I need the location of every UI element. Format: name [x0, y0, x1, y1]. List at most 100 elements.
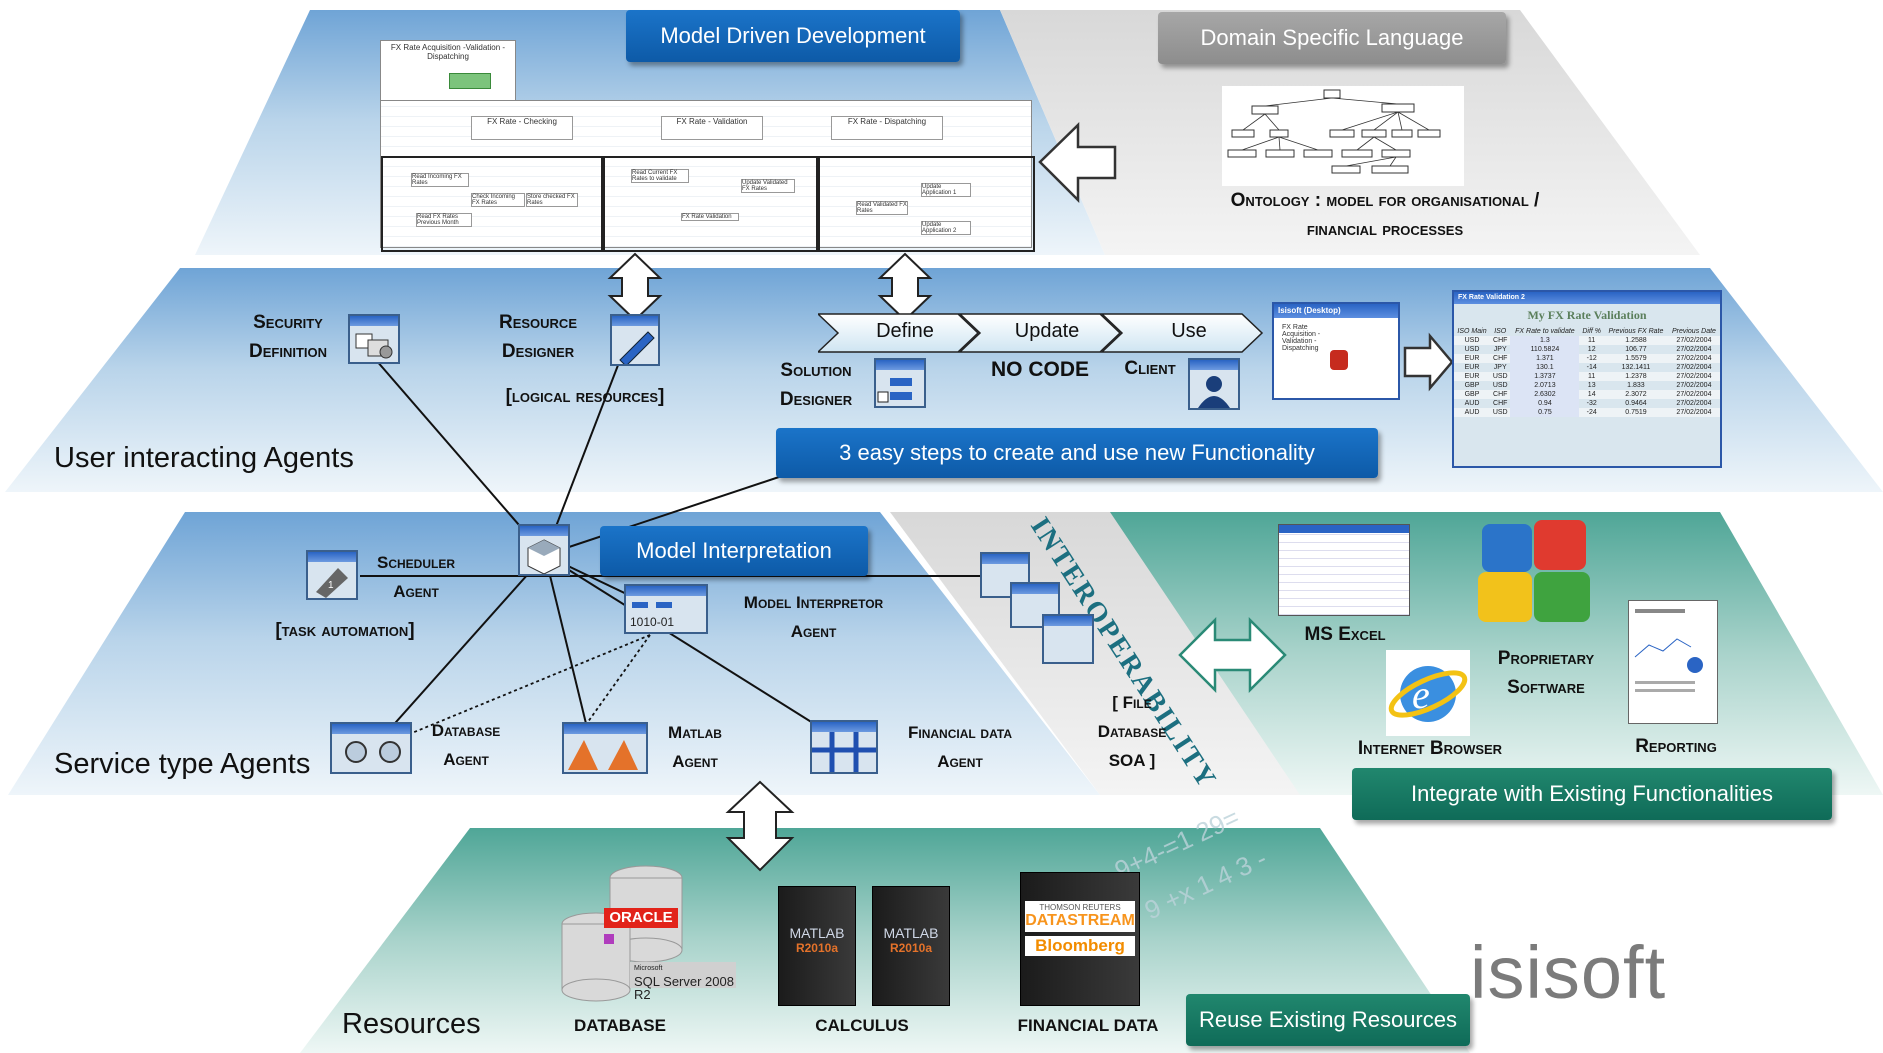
proprietary-software-label: Proprietary Software — [1476, 644, 1616, 702]
user-layer-title: User interacting Agents — [54, 442, 354, 474]
fx-table-cell: 130.1 — [1510, 363, 1580, 372]
solution-designer-icon[interactable] — [874, 358, 926, 408]
binary-flow-icon: 1010-01 — [630, 602, 674, 629]
model-interp-label-line2: Agent — [790, 622, 837, 641]
fx-table-cell: -24 — [1586, 409, 1597, 416]
file-db-line3: SOA ] — [1108, 751, 1156, 770]
fx-table-cell: EUR — [1464, 355, 1480, 362]
oracle-logo: ORACLE — [604, 908, 678, 928]
cube-icon — [527, 539, 561, 575]
matlab-agent-label: Matlab Agent — [652, 718, 738, 776]
fx-table-cell: 0.7519 — [1625, 409, 1647, 416]
database-label-line1: Database — [431, 721, 501, 740]
financial-data-resource-label: FINANCIAL DATA — [1017, 1016, 1159, 1035]
icon-titlebar — [520, 526, 568, 536]
client-label: Client — [1124, 358, 1176, 379]
mdd-banner: Model Driven Development — [626, 10, 960, 62]
swimlane-box-2 — [601, 156, 820, 252]
fx-table-cell: 0.94 — [1510, 399, 1580, 408]
task-read-incoming: Read Incoming FX Rates — [411, 173, 469, 187]
fx-table-cell: 27/02/2004 — [1676, 364, 1712, 371]
fx-table-cell: 110.5824 — [1510, 345, 1580, 354]
soa-agent-icon[interactable] — [1042, 614, 1094, 664]
step-use: Use — [1171, 320, 1207, 342]
solution-label-line1: Solution — [780, 360, 852, 381]
solution-label-line2: Designer — [779, 389, 853, 410]
isisoft-window-titlebar: Isisoft (Desktop) — [1274, 304, 1398, 318]
three-steps-banner: 3 easy steps to create and use new Funct… — [776, 428, 1378, 478]
service-layer-title: Service type Agents — [54, 748, 311, 780]
internet-browser-label: Internet Browser — [1357, 738, 1503, 759]
fx-table-cell: 27/02/2004 — [1676, 373, 1712, 380]
matlab-agent-icon[interactable] — [562, 722, 648, 774]
fx-table-cell: GBP — [1464, 382, 1480, 389]
resource-label-line2: Designer — [501, 341, 575, 362]
scheduler-agent-icon[interactable]: 1 — [306, 550, 358, 600]
fx-table-cell: 14 — [1587, 391, 1596, 398]
swimlane-box-1 — [381, 156, 605, 252]
no-code-label: NO CODE — [990, 358, 1089, 381]
lock-icon — [355, 333, 393, 359]
isisoft-desktop-window: Isisoft (Desktop) FX Rate Acquisition -V… — [1272, 302, 1400, 400]
task-check-incoming: Check Incoming FX Rates — [471, 193, 525, 207]
ontology-tree-image — [1222, 86, 1464, 186]
model-interp-label-line1: Model Interpretor — [743, 593, 884, 612]
model-interpretor-agent-icon[interactable]: 1010-01 — [624, 584, 708, 634]
calculus-resource-label: CALCULUS — [815, 1016, 909, 1035]
ontology-caption: Ontology : model for organisational / fi… — [1175, 186, 1595, 244]
icon-titlebar — [1190, 360, 1238, 370]
fx-window-heading: My FX Rate Validation — [1527, 308, 1647, 322]
icon-titlebar — [564, 724, 646, 734]
fx-table-cell: USD — [1492, 373, 1508, 380]
fx-table-cell: 1.3 — [1510, 336, 1580, 345]
financial-data-server: THOMSON REUTERS DATASTREAM Bloomberg — [1020, 872, 1140, 1006]
process-model-title-box: FX Rate Acquisition -Validation -Dispatc… — [380, 40, 516, 102]
interop-double-arrow — [1178, 616, 1287, 694]
fx-table-cell: 132.1411 — [1621, 364, 1651, 371]
left-arrow — [1038, 122, 1117, 204]
client-icon[interactable] — [1188, 358, 1240, 410]
user-icon — [1198, 376, 1230, 408]
svg-text:e: e — [1412, 672, 1430, 717]
icon-titlebar — [1044, 616, 1092, 626]
fx-table-cell: CHF — [1493, 391, 1508, 398]
ontology-tree — [1227, 89, 1441, 174]
process-model-canvas: FX Rate - Checking FX Rate - Validation … — [380, 100, 1035, 252]
svg-text:1010-01: 1010-01 — [630, 615, 674, 629]
flowchart-icon — [877, 378, 912, 403]
reporting-label: Reporting — [1635, 736, 1717, 757]
lane-validation: FX Rate - Validation — [661, 116, 763, 140]
database-agent-icon[interactable] — [330, 722, 412, 774]
lane-checking-label: FX Rate - Checking — [487, 117, 557, 126]
fx-table-cell: 1.5579 — [1625, 355, 1647, 362]
fx-table-cell: 11 — [1588, 373, 1596, 380]
fx-header-cell: ISO — [1494, 328, 1507, 335]
fx-table-cell: 2.6302 — [1510, 390, 1580, 399]
model-interpretation-hub-icon[interactable] — [518, 524, 570, 576]
icon-titlebar — [812, 722, 876, 732]
icon-titlebar — [1012, 584, 1058, 594]
ms-excel-label: MS Excel — [1304, 624, 1386, 645]
database-resource-label: DATABASE — [574, 1016, 666, 1035]
matlab-server-1: MATLAB R2010a — [778, 886, 856, 1006]
icon-titlebar — [626, 586, 706, 596]
fx-table-cell: 27/02/2004 — [1676, 382, 1712, 389]
reporting-document — [1628, 600, 1718, 724]
resource-designer-icon[interactable] — [610, 314, 660, 367]
matlab-label-line1: Matlab — [668, 723, 722, 742]
fx-table-cell: -32 — [1586, 400, 1597, 407]
financial-data-agent-icon[interactable] — [810, 720, 878, 774]
excel-screenshot — [1278, 524, 1410, 616]
icon-titlebar — [876, 360, 924, 370]
right-arrow — [1403, 332, 1454, 392]
task-read-current: Read Current FX Rates to validate — [631, 169, 689, 183]
security-definition-icon[interactable] — [348, 314, 400, 364]
fx-header-cell: Previous Date — [1671, 328, 1716, 335]
scheduler-agent-label: Scheduler Agent — [346, 548, 486, 606]
task-update-app2: Update Application 2 — [921, 221, 971, 235]
internet-browser-icon: e — [1386, 650, 1470, 736]
fx-table-cell: CHF — [1493, 337, 1508, 344]
